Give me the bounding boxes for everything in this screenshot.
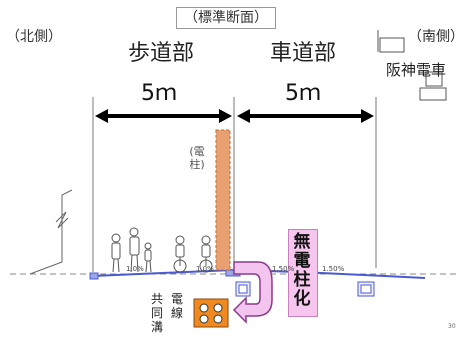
dimension-arrow-roadway — [237, 109, 374, 123]
page-number: 30 — [448, 323, 456, 330]
slope-label-mid: 1.0% — [196, 265, 214, 273]
curb-left — [89, 272, 99, 280]
hanshin-structure — [377, 30, 447, 101]
roadway-section-label: 車道部 — [270, 41, 337, 66]
slope-label-right-a: 1.50% — [272, 265, 295, 273]
slope-label-right-b: 1.50% — [322, 265, 345, 273]
embankment-outline — [29, 189, 73, 275]
roadway-width-label: 5ｍ — [285, 81, 321, 106]
pedestrian-icons — [111, 227, 152, 273]
drainage-box-right — [357, 281, 375, 297]
electric-line-label: 電線 — [170, 292, 183, 320]
undergrounding-label: 無電柱化 — [293, 232, 311, 309]
conduit-label: 共同溝 — [150, 292, 163, 334]
cyclist-icons — [173, 235, 213, 273]
sidewalk-section-label: 歩道部 — [128, 41, 195, 66]
pole-label: (電柱) — [189, 145, 205, 171]
slope-label-left: 1.0% — [126, 265, 144, 273]
undergrounding-box — [288, 229, 318, 317]
drainage-box-left — [235, 281, 251, 297]
dimension-arrow-sidewalk — [95, 109, 232, 123]
utility-conduit — [193, 298, 229, 328]
south-side-label: （南側） — [408, 29, 464, 45]
north-side-label: （北側） — [6, 29, 62, 45]
utility-pole — [215, 129, 231, 271]
diagram-title: （標準断面） — [176, 7, 276, 29]
hanshin-label: 阪神電車 — [386, 61, 447, 79]
sidewalk-width-label: 5ｍ — [141, 81, 177, 106]
undergrounding-arrow — [232, 261, 273, 324]
embankment-fence — [55, 211, 69, 229]
